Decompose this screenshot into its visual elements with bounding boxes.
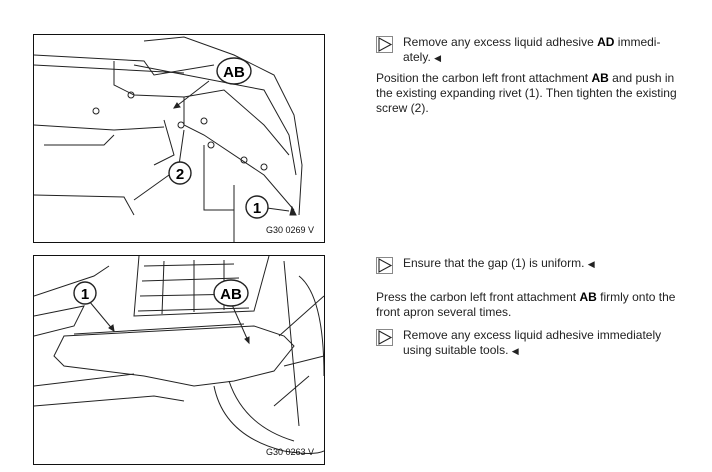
end-mark-icon: ◀	[587, 259, 595, 269]
note-triangle-icon	[376, 257, 393, 274]
callout-1: 1	[245, 195, 269, 219]
svg-text:AB: AB	[223, 64, 245, 81]
figure-attachment-position: AB 2 1 G30 0269 V	[33, 34, 325, 243]
callout-ab: AB	[213, 279, 249, 307]
note-remove-adhesive-ad: Remove any excess liquid adhesive AD imm…	[376, 35, 686, 66]
svg-text:1: 1	[81, 286, 89, 303]
note-remove-adhesive-tools: Remove any excess liquid adhesive immedi…	[376, 328, 686, 359]
illustration-front-apron-side: 1 AB	[34, 256, 324, 454]
note-triangle-icon	[376, 329, 393, 346]
callout-2: 2	[168, 161, 192, 185]
figure-code: G30 0269 V	[265, 225, 314, 235]
end-mark-icon: ◀	[511, 346, 519, 356]
note-triangle-icon	[376, 36, 393, 53]
figure-gap-check: 1 AB G30 0263 V	[33, 255, 325, 465]
instruction-press-attachment: Press the carbon left front attachment A…	[376, 290, 676, 319]
instruction-position-attachment: Position the carbon left front attachmen…	[376, 71, 677, 115]
end-mark-icon: ◀	[434, 53, 442, 63]
note-gap-uniform: Ensure that the gap (1) is uniform. ◀	[376, 256, 686, 274]
figure-code: G30 0263 V	[265, 447, 314, 457]
callout-1: 1	[73, 281, 97, 305]
svg-text:1: 1	[253, 200, 261, 217]
callout-ab: AB	[216, 57, 252, 85]
svg-text:AB: AB	[220, 286, 242, 303]
illustration-front-apron-top: AB 2 1	[34, 36, 303, 242]
svg-text:2: 2	[176, 166, 184, 183]
